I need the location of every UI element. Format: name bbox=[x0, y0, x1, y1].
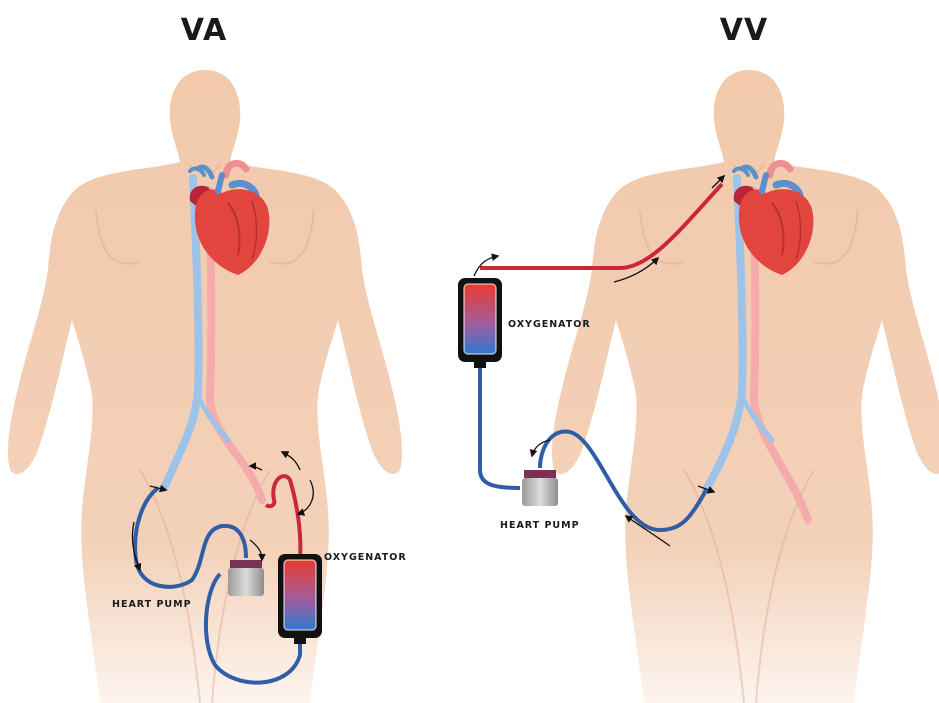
va-oxygenator-label: OXYGENATOR bbox=[324, 552, 407, 563]
va-panel: VA OXYGENATOR HEART PUMP bbox=[8, 13, 407, 703]
vv-oxygenator-to-pump-tube bbox=[480, 348, 520, 488]
vv-oxygenator-label: OXYGENATOR bbox=[508, 319, 591, 330]
va-title: VA bbox=[181, 13, 227, 48]
va-heart-pump bbox=[228, 560, 264, 596]
va-pump-label: HEART PUMP bbox=[112, 599, 192, 610]
vv-heart-pump bbox=[522, 470, 558, 506]
vv-oxygenator bbox=[458, 278, 502, 368]
va-body-silhouette bbox=[8, 70, 402, 703]
vv-title: VV bbox=[720, 13, 768, 48]
vv-pump-label: HEART PUMP bbox=[500, 520, 580, 531]
vv-panel: VV OXYGENATOR HEART PUMP bbox=[458, 13, 939, 703]
va-oxygenator bbox=[278, 554, 322, 644]
